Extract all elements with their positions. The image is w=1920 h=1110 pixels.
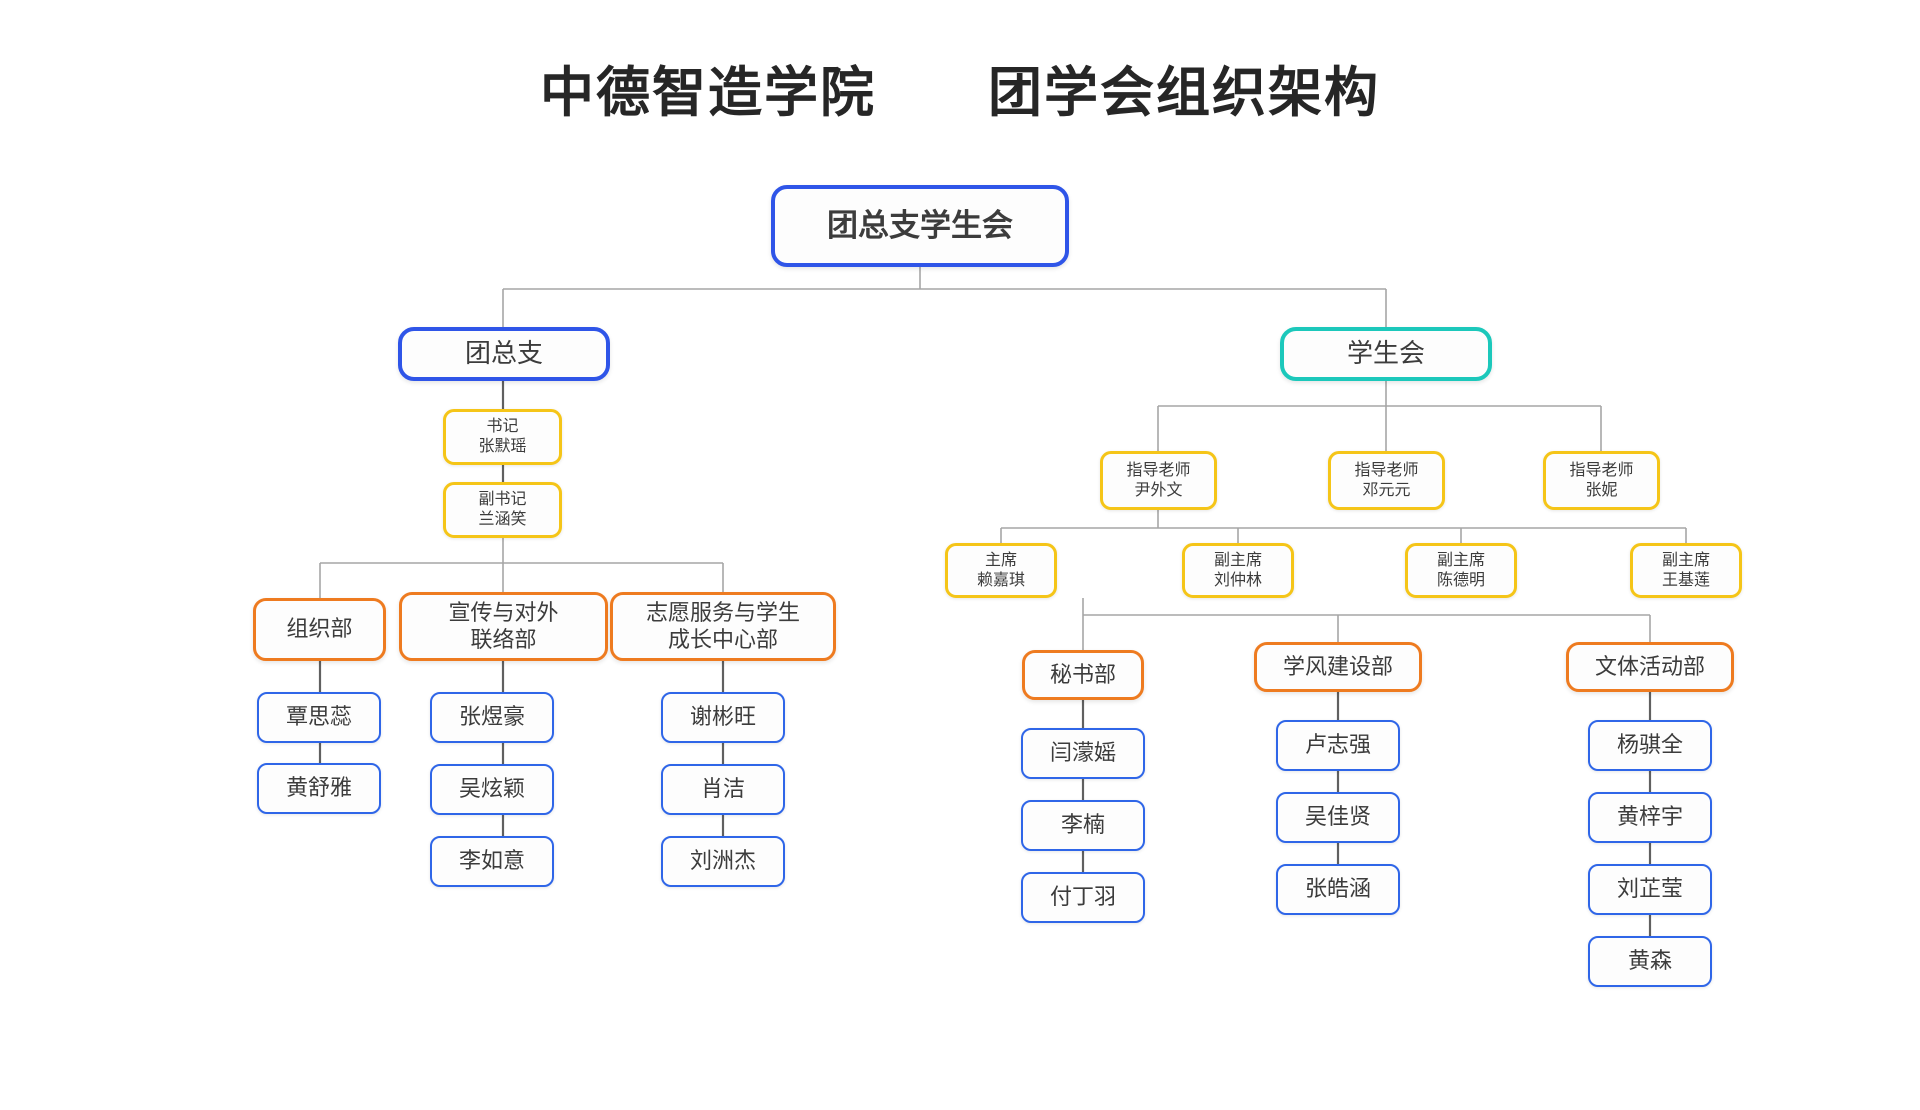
member-wenti-4[interactable]: 黄森 [1588, 936, 1712, 987]
node-xueshenghui[interactable]: 学生会 [1280, 327, 1492, 381]
node-chair-fuzhuxi-2[interactable]: 副主席 陈德明 [1405, 543, 1517, 598]
node-tuan-leader-shuji[interactable]: 书记 张默瑶 [443, 409, 562, 465]
node-dept-wenti[interactable]: 文体活动部 [1566, 642, 1734, 692]
member-zuzhibu-2[interactable]: 黄舒雅 [257, 763, 381, 814]
node-advisor-2[interactable]: 指导老师 邓元元 [1328, 451, 1445, 510]
node-advisor-3[interactable]: 指导老师 张妮 [1543, 451, 1660, 510]
node-dept-xuefeng[interactable]: 学风建设部 [1254, 642, 1422, 692]
member-xuefeng-1[interactable]: 卢志强 [1276, 720, 1400, 771]
member-zhiyuan-1[interactable]: 谢彬旺 [661, 692, 785, 743]
member-xuanchuan-2[interactable]: 吴炫颖 [430, 764, 554, 815]
member-mishubu-1[interactable]: 闫濛媱 [1021, 728, 1145, 779]
member-xuanchuan-3[interactable]: 李如意 [430, 836, 554, 887]
member-wenti-3[interactable]: 刘芷莹 [1588, 864, 1712, 915]
member-zuzhibu-1[interactable]: 覃思蕊 [257, 692, 381, 743]
page-title: 中德智造学院 团学会组织架构 [540, 63, 1380, 123]
node-tuanzongzhi[interactable]: 团总支 [398, 327, 610, 381]
node-dept-xuanchuan[interactable]: 宣传与对外 联络部 [399, 592, 608, 661]
node-dept-mishubu[interactable]: 秘书部 [1022, 650, 1144, 700]
node-dept-zuzhibu[interactable]: 组织部 [253, 598, 386, 661]
member-xuefeng-3[interactable]: 张皓涵 [1276, 864, 1400, 915]
member-wenti-2[interactable]: 黄梓宇 [1588, 792, 1712, 843]
node-root[interactable]: 团总支学生会 [771, 185, 1069, 267]
member-mishubu-2[interactable]: 李楠 [1021, 800, 1145, 851]
member-mishubu-3[interactable]: 付丁羽 [1021, 872, 1145, 923]
member-xuefeng-2[interactable]: 吴佳贤 [1276, 792, 1400, 843]
member-zhiyuan-2[interactable]: 肖洁 [661, 764, 785, 815]
node-advisor-1[interactable]: 指导老师 尹外文 [1100, 451, 1217, 510]
node-dept-zhiyuan[interactable]: 志愿服务与学生 成长中心部 [610, 592, 836, 661]
member-xuanchuan-1[interactable]: 张煜豪 [430, 692, 554, 743]
node-tuan-leader-fushuji[interactable]: 副书记 兰涵笑 [443, 482, 562, 538]
node-chair-fuzhuxi-1[interactable]: 副主席 刘仲林 [1182, 543, 1294, 598]
node-chair-zhuxi[interactable]: 主席 赖嘉琪 [945, 543, 1057, 598]
member-zhiyuan-3[interactable]: 刘洲杰 [661, 836, 785, 887]
member-wenti-1[interactable]: 杨骐全 [1588, 720, 1712, 771]
node-chair-fuzhuxi-3[interactable]: 副主席 王基莲 [1630, 543, 1742, 598]
